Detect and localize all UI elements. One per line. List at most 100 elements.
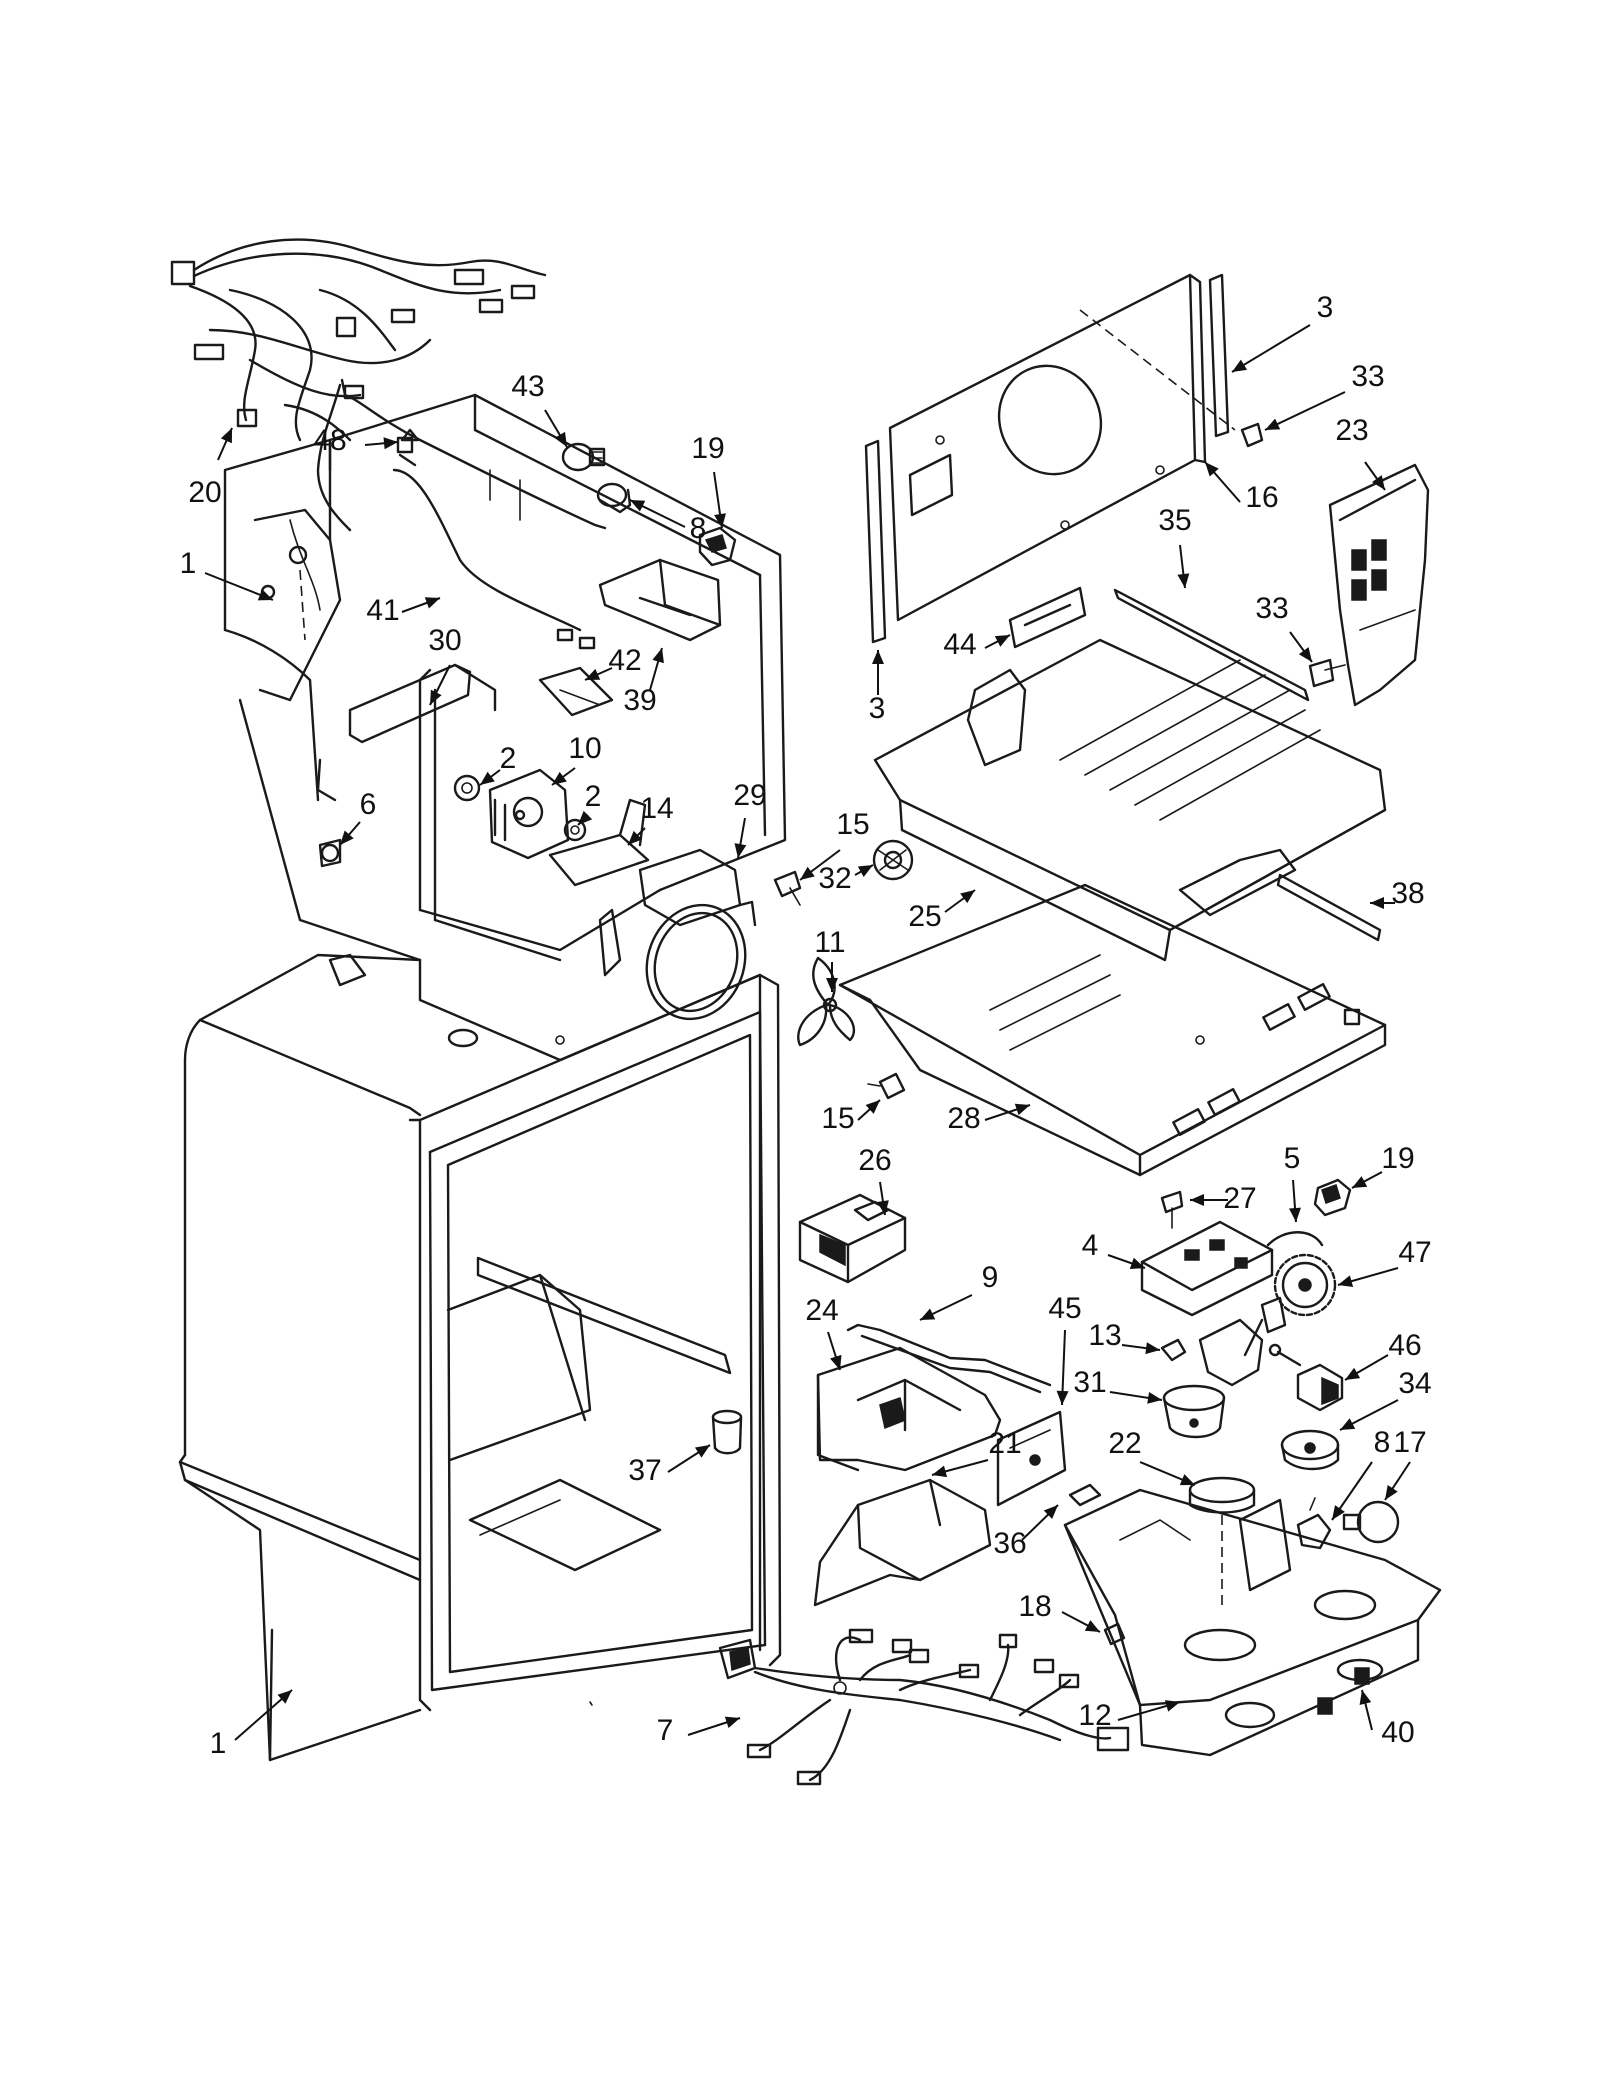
callout-arrowhead-c30 (430, 689, 442, 705)
callout-number-c37: 37 (628, 1454, 661, 1487)
callout-arrowhead-c41 (424, 597, 440, 609)
callout-arrowhead-c18 (1084, 1620, 1100, 1632)
callout-arrowhead-c1b (277, 1690, 292, 1704)
part-drip-tray-25 (873, 638, 1387, 962)
callout-arrowhead-c20 (220, 428, 232, 444)
part-grommet-a (453, 774, 481, 802)
part-switch-upper (698, 526, 737, 567)
part-sleeve-37 (711, 1409, 743, 1455)
callout-arrowhead-c26 (876, 1200, 889, 1215)
callout-number-c11: 11 (814, 926, 845, 959)
part-screw-6 (318, 838, 342, 868)
part-switch-19 (1313, 1178, 1352, 1217)
callout-arrowhead-c1a (257, 589, 273, 601)
part-wire-harness-upper (170, 238, 547, 442)
callout-arrowhead-c6 (340, 830, 354, 845)
part-grommet-32 (872, 839, 914, 881)
part-screw-27 (1160, 1190, 1184, 1229)
callout-arrowhead-c19b (1352, 1176, 1368, 1188)
callout-arrowhead-c35 (1177, 573, 1190, 588)
part-housing-21 (813, 1478, 992, 1607)
part-fan-motor (488, 768, 570, 860)
callout-arrowhead-c38 (1370, 897, 1384, 909)
callout-number-c13: 13 (1088, 1319, 1121, 1352)
callout-arrowhead-c3b (872, 650, 884, 664)
part-evaporator-cover (888, 273, 1236, 622)
callout-number-c30: 30 (428, 624, 461, 657)
callout-arrowhead-c2b (578, 810, 593, 825)
callout-arrowhead-c25 (960, 890, 975, 904)
callout-number-c16: 16 (1245, 481, 1278, 514)
callout-leader-c33a (1264, 391, 1346, 431)
callout-number-c5: 5 (1284, 1142, 1301, 1175)
callout-arrowhead-c28 (1014, 1103, 1030, 1116)
part-screw-15a (773, 870, 802, 906)
callout-arrowhead-c43 (554, 431, 567, 447)
part-lamp-bulb-upper (561, 442, 606, 472)
callout-number-c45: 45 (1048, 1292, 1081, 1325)
callout-arrowhead-c44 (994, 635, 1010, 647)
callout-leader-c3a (1231, 324, 1311, 373)
callout-arrowhead-c45 (1056, 1390, 1069, 1405)
callout-arrowhead-c15a (800, 866, 815, 880)
callout-number-c33b: 33 (1255, 592, 1288, 625)
callout-number-c32: 32 (818, 862, 851, 895)
callout-arrowhead-c17 (1385, 1485, 1398, 1500)
part-gasket-3-left (864, 439, 887, 644)
part-pad-36 (1068, 1483, 1102, 1507)
part-fan-blade (797, 956, 856, 1047)
callout-arrowhead-c47 (1338, 1275, 1354, 1287)
callout-arrowhead-c16 (1205, 462, 1219, 477)
callout-arrowhead-c39 (652, 648, 664, 664)
part-bracket-42 (538, 666, 614, 717)
callout-number-c43: 43 (511, 370, 544, 403)
callout-number-c2b: 2 (585, 780, 602, 813)
part-lamp-bulb-lower (1342, 1500, 1400, 1544)
callout-number-c19b: 19 (1381, 1142, 1414, 1175)
callout-number-c40: 40 (1381, 1716, 1414, 1749)
callout-arrowhead-c9 (920, 1308, 936, 1320)
callout-arrowhead-c8b (1332, 1505, 1345, 1520)
callout-number-c12: 12 (1078, 1699, 1111, 1732)
callout-arrowhead-c4 (1129, 1257, 1145, 1270)
part-plate-45 (996, 1410, 1067, 1507)
callout-arrowhead-c40 (1359, 1690, 1372, 1706)
callout-number-c27: 27 (1223, 1182, 1256, 1215)
callout-arrowhead-c42 (585, 668, 601, 680)
part-motor-bracket-14 (548, 798, 650, 887)
part-cup-31 (1162, 1384, 1226, 1439)
callout-number-c24: 24 (805, 1294, 838, 1327)
callout-number-c18: 18 (1018, 1590, 1051, 1623)
callout-number-c26: 26 (858, 1144, 891, 1177)
callout-arrowhead-c7 (724, 1716, 740, 1729)
callout-arrowhead-c12 (1164, 1700, 1180, 1712)
callout-arrowhead-c10 (552, 771, 567, 785)
callout-number-c39: 39 (623, 684, 656, 717)
callout-arrowhead-c11 (826, 978, 838, 992)
callout-number-c47: 47 (1398, 1236, 1431, 1269)
part-housing-26 (798, 1193, 907, 1284)
callout-arrowhead-c34 (1340, 1418, 1356, 1430)
callout-arrowhead-c5 (1289, 1207, 1301, 1222)
part-bracket-30 (316, 663, 497, 802)
callout-arrowhead-c21 (932, 1465, 948, 1478)
callout-number-c1b: 1 (210, 1727, 227, 1760)
part-cabinet (178, 953, 782, 1762)
part-control-board-4 (1140, 1220, 1274, 1317)
callout-arrowhead-c24 (830, 1354, 842, 1370)
callout-arrowhead-c48 (383, 437, 398, 450)
part-gear-47 (1273, 1253, 1337, 1317)
callout-arrowhead-c23 (1371, 475, 1385, 490)
callout-number-c38: 38 (1391, 877, 1424, 910)
callout-number-c21: 21 (988, 1427, 1021, 1460)
part-screw-15b (867, 1072, 906, 1100)
part-gasket-3-right (1208, 273, 1230, 438)
part-pads-40 (1317, 1667, 1370, 1715)
part-heater-wire (316, 378, 607, 650)
callout-arrowhead-c31 (1147, 1391, 1162, 1404)
part-light-cover-23 (1328, 463, 1430, 707)
callout-number-c14: 14 (640, 792, 673, 825)
callout-number-c4: 4 (1082, 1229, 1099, 1262)
callout-number-c36: 36 (993, 1527, 1026, 1560)
